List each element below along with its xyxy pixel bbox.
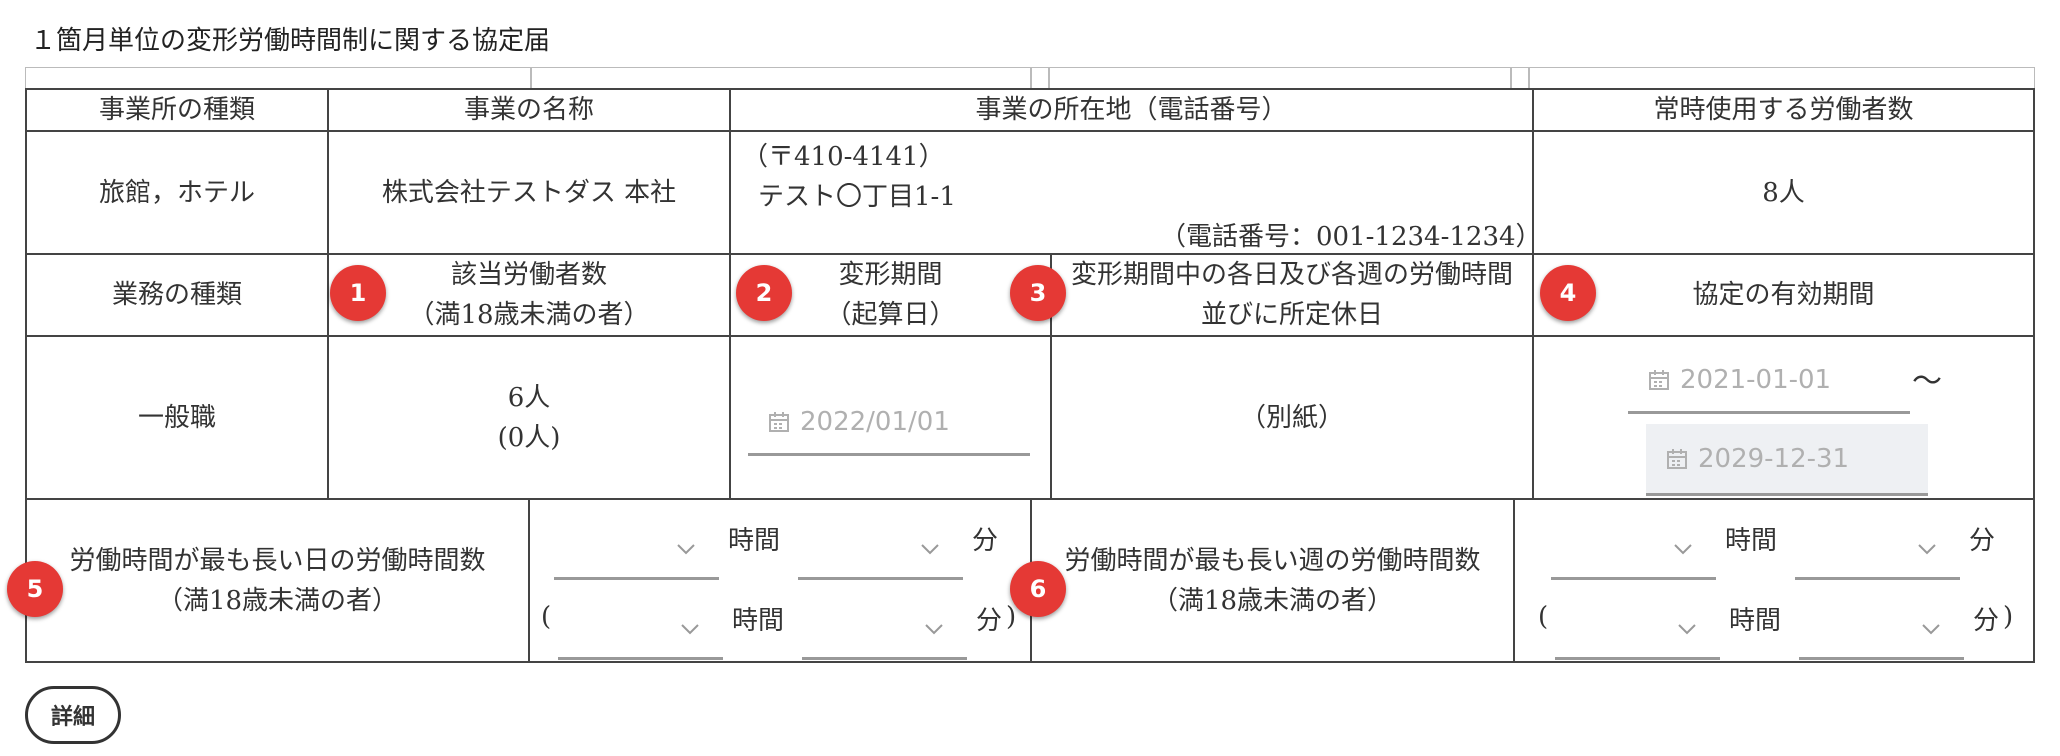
- longest-day-label-cell: 労働時間が最も長い日の労働時間数 （満18歳未満の者）: [25, 498, 530, 663]
- job-type-text: 一般職: [137, 402, 216, 433]
- longest-day-hours-select[interactable]: [554, 520, 719, 580]
- header-applicable-workers: 該当労働者数 （満18歳未満の者）: [327, 253, 731, 337]
- chevron-down-icon: [677, 543, 695, 554]
- header-job-type-label: 業務の種類: [111, 280, 242, 310]
- header-validity-label: 協定の有効期間: [1692, 280, 1875, 310]
- period-start-datepicker[interactable]: 2022/01/01: [748, 390, 1030, 456]
- applicable-workers-value: 6人 (0人): [327, 335, 731, 500]
- hours-unit: 時間: [732, 606, 785, 636]
- validity-from-text: 2021-01-01: [1680, 364, 1832, 395]
- top-strip-divider: [1510, 67, 1512, 89]
- chevron-down-icon: [925, 623, 943, 634]
- step-badge-6: 6: [1010, 561, 1066, 617]
- hours-unit: 時間: [1725, 526, 1778, 556]
- minutes-unit: 分: [976, 606, 1003, 636]
- top-strip-divider: [1048, 67, 1050, 89]
- step-badge-4: 4: [1540, 265, 1596, 321]
- job-type-value: 一般職: [25, 335, 329, 500]
- validity-to-text: 2029-12-31: [1698, 443, 1850, 474]
- longest-day-label: 労働時間が最も長い日の労働時間数: [69, 545, 486, 576]
- address-text: テスト〇丁目1-1: [758, 182, 956, 212]
- header-workers-label: 常時使用する労働者数: [1653, 95, 1914, 125]
- workers-text: 8人: [1762, 177, 1805, 208]
- longest-week-inputs-cell: [1513, 498, 2035, 663]
- longest-week-label: 労働時間が最も長い週の労働時間数: [1064, 545, 1481, 576]
- office-type-value: 旅館，ホテル: [25, 130, 329, 255]
- minutes-unit: 分: [1969, 526, 1996, 556]
- header-office-type: 事業所の種類: [25, 88, 329, 132]
- minutes-unit: 分: [1973, 606, 2000, 636]
- chevron-down-icon: [681, 623, 699, 634]
- chevron-down-icon: [1674, 543, 1692, 554]
- header-hours: 変形期間中の各日及び各週の労働時間 並びに所定休日: [1050, 253, 1534, 337]
- header-hours-sub: 並びに所定休日: [1200, 300, 1383, 330]
- calendar-icon: [1649, 369, 1669, 390]
- close-paren: ): [2003, 602, 2014, 632]
- workers-value: 8人: [1532, 130, 2035, 255]
- hours-unit: 時間: [728, 526, 781, 556]
- longest-week-minor-minutes-select[interactable]: [1799, 600, 1964, 660]
- longest-day-sub: （満18歳未満の者）: [156, 585, 399, 616]
- longest-week-hours-select[interactable]: [1551, 520, 1716, 580]
- header-business-name-label: 事業の名称: [463, 95, 594, 125]
- longest-week-minutes-select[interactable]: [1795, 520, 1960, 580]
- chevron-down-icon: [1918, 543, 1936, 554]
- chevron-down-icon: [921, 543, 939, 554]
- header-hours-label: 変形期間中の各日及び各週の労働時間: [1070, 260, 1513, 290]
- longest-week-minor-hours-select[interactable]: [1555, 600, 1720, 660]
- header-period: 変形期間 （起算日）: [729, 253, 1052, 337]
- period-start-text: 2022/01/01: [800, 406, 950, 437]
- top-strip-divider: [1528, 67, 1530, 89]
- header-office-type-label: 事業所の種類: [98, 95, 255, 125]
- longest-day-minor-minutes-select[interactable]: [802, 600, 967, 660]
- business-name-value: 株式会社テストダス 本社: [327, 130, 731, 255]
- office-type-text: 旅館，ホテル: [98, 177, 255, 208]
- longest-week-label-cell: 労働時間が最も長い週の労働時間数 （満18歳未満の者）: [1030, 498, 1515, 663]
- header-applicable-workers-sub: （満18歳未満の者）: [408, 300, 650, 330]
- range-tilde: 〜: [1912, 364, 1942, 399]
- top-strip-divider: [1030, 67, 1032, 89]
- step-badge-3: 3: [1010, 265, 1066, 321]
- longest-week-sub: （満18歳未満の者）: [1151, 585, 1394, 616]
- open-paren: (: [541, 602, 552, 632]
- hours-value: （別紙）: [1050, 335, 1534, 500]
- header-location: 事業の所在地（電話番号）: [729, 88, 1534, 132]
- calendar-icon: [769, 411, 789, 432]
- open-paren: (: [1538, 602, 1549, 632]
- calendar-icon: [1667, 448, 1687, 469]
- chevron-down-icon: [1922, 623, 1940, 634]
- header-period-sub: （起算日）: [825, 300, 956, 330]
- detail-button[interactable]: 詳細: [25, 686, 121, 744]
- step-badge-2: 2: [736, 265, 792, 321]
- step-badge-5: 5: [7, 561, 63, 617]
- hours-unit: 時間: [1729, 606, 1782, 636]
- applicable-minors-text: (0人): [497, 422, 561, 453]
- header-period-label: 変形期間: [838, 260, 943, 290]
- minutes-unit: 分: [972, 526, 999, 556]
- chevron-down-icon: [1678, 623, 1696, 634]
- postal-code: （〒410-4141）: [742, 142, 945, 172]
- header-business-name: 事業の名称: [327, 88, 731, 132]
- top-strip-divider: [530, 67, 532, 89]
- step-badge-1: 1: [330, 265, 386, 321]
- hours-note-text: （別紙）: [1239, 402, 1344, 433]
- header-applicable-workers-label: 該当労働者数: [450, 260, 607, 290]
- longest-day-minor-hours-select[interactable]: [558, 600, 723, 660]
- applicable-workers-text: 6人: [507, 382, 551, 413]
- validity-to-datepicker[interactable]: 2029-12-31: [1646, 424, 1928, 496]
- business-name-text: 株式会社テストダス 本社: [381, 177, 677, 208]
- close-paren: ): [1006, 602, 1017, 632]
- header-workers: 常時使用する労働者数: [1532, 88, 2035, 132]
- validity-from-datepicker[interactable]: 2021-01-01: [1628, 348, 1910, 414]
- longest-day-minutes-select[interactable]: [798, 520, 963, 580]
- form-title: １箇月単位の変形労働時間制に関する協定届: [30, 26, 551, 56]
- phone-number: （電話番号：001-1234-1234）: [1160, 222, 1542, 252]
- header-location-label: 事業の所在地（電話番号）: [975, 95, 1288, 125]
- header-validity: 協定の有効期間: [1532, 253, 2035, 337]
- header-job-type: 業務の種類: [25, 253, 329, 337]
